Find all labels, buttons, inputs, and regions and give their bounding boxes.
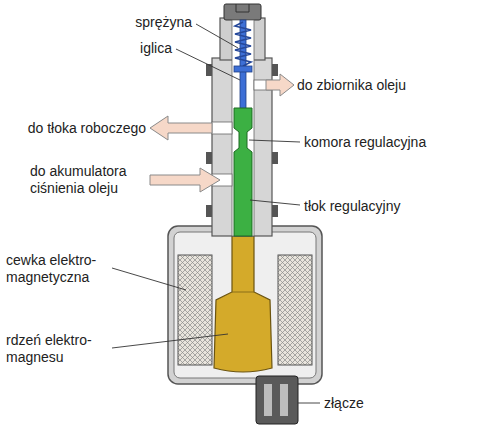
coil-housing [168, 226, 322, 384]
flow-arrow [150, 168, 220, 192]
spring-needle [234, 20, 252, 112]
valve-body [206, 4, 278, 236]
control-piston [234, 108, 252, 236]
leader-line [112, 24, 320, 403]
part-label: do zbiornika oleju [297, 77, 406, 94]
part-label: tłok regulacyjny [304, 198, 401, 215]
part-label: komora regulacyjna [304, 134, 426, 151]
part-label: złącze [324, 395, 364, 412]
part-label: rdzeń elektro- magnesu [6, 332, 110, 366]
magnet-core [214, 236, 272, 372]
part-label: cewka elektro- magnetyczna [6, 252, 110, 286]
part-label: sprężyna [135, 14, 192, 31]
part-label: iglica [140, 40, 172, 57]
part-label: do tłoka roboczego [28, 120, 146, 137]
part-label: do akumulatora ciśnienia oleju [30, 163, 144, 197]
flow-arrow [266, 74, 294, 96]
connector-plug [256, 376, 298, 424]
flow-arrow [150, 116, 212, 140]
